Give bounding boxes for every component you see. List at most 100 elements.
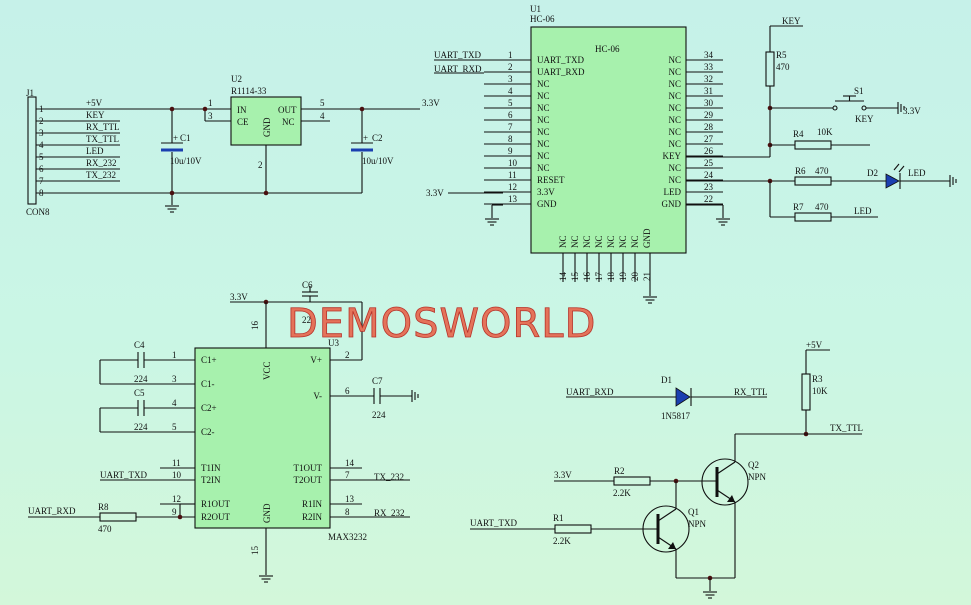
u1-pin-number: 6 bbox=[508, 110, 513, 120]
level-shift-circuit: UART_RXD D1 1N5817 RX_TTL +5V R3 10K TX_… bbox=[470, 340, 863, 599]
svg-text:R3: R3 bbox=[812, 374, 823, 384]
u1-pin-number: 8 bbox=[508, 134, 513, 144]
u1-pin-number: 13 bbox=[508, 194, 518, 204]
u1-pin-name: NC bbox=[537, 151, 550, 161]
u1-pin-number: 1 bbox=[508, 50, 513, 60]
svg-text:GND: GND bbox=[262, 503, 272, 523]
svg-text:10K: 10K bbox=[817, 127, 833, 137]
u1-pin-name: NC bbox=[668, 67, 681, 77]
svg-text:+: + bbox=[173, 133, 178, 143]
connector-j1: J1 CON8 1 2 3 4 5 6 7 8 +5V KEY RX_TTL bbox=[26, 88, 362, 217]
u1-pin-name: NC bbox=[594, 235, 604, 248]
u1-pin-name: NC bbox=[537, 91, 550, 101]
svg-text:Q1: Q1 bbox=[688, 507, 699, 517]
diode-d1 bbox=[675, 387, 691, 407]
u1-pin-number: 7 bbox=[508, 122, 513, 132]
u1-pin-number: 11 bbox=[508, 170, 517, 180]
j1-pin-wires bbox=[36, 108, 362, 194]
svg-text:IN: IN bbox=[237, 105, 247, 115]
u1-pin-number: 9 bbox=[508, 146, 513, 156]
u1-net-rxd: UART_RXD bbox=[434, 64, 482, 74]
svg-text:224: 224 bbox=[372, 410, 386, 420]
u1-pin-number: 31 bbox=[704, 86, 713, 96]
u3-pin-number: 1 bbox=[172, 350, 177, 360]
u1-pin-name: NC bbox=[582, 235, 592, 248]
u1-pin-name: NC bbox=[668, 163, 681, 173]
u3-pin-name: C2- bbox=[201, 427, 215, 437]
ground-icon bbox=[702, 591, 718, 599]
u3-pin-name: T1OUT bbox=[294, 463, 323, 473]
svg-text:10K: 10K bbox=[812, 386, 828, 396]
u1-pin-number: 27 bbox=[704, 134, 714, 144]
led-circuit: R6 470 D2 LED R7 470 LED bbox=[686, 163, 957, 222]
u3-pin-name: C2+ bbox=[201, 403, 217, 413]
u1-pin-name: NC bbox=[668, 91, 681, 101]
svg-text:R4: R4 bbox=[793, 129, 804, 139]
u3-pin-name: R2IN bbox=[302, 512, 323, 522]
resistor-r8 bbox=[99, 512, 137, 522]
u1-pin-number: 24 bbox=[704, 170, 714, 180]
led-d2 bbox=[885, 173, 900, 189]
u1-pin-number: 18 bbox=[606, 272, 616, 282]
u1-pin-name: 3.3V bbox=[537, 187, 555, 197]
u1-pin-name: NC bbox=[668, 103, 681, 113]
ground-icon bbox=[484, 218, 500, 226]
j1-pin-numbers: 1 2 3 4 5 6 7 8 bbox=[39, 104, 44, 198]
net-rx-232: RX_232 bbox=[86, 158, 117, 168]
u3-pin-name: T1IN bbox=[201, 463, 221, 473]
svg-text:TX_TTL: TX_TTL bbox=[830, 423, 863, 433]
svg-text:NPN: NPN bbox=[688, 519, 707, 529]
u3-pin-number: 13 bbox=[345, 494, 355, 504]
j1-value: CON8 bbox=[26, 207, 50, 217]
u1-net-33v: 3.3V bbox=[426, 188, 444, 198]
u1-pin-number: 32 bbox=[704, 74, 713, 84]
u3-pin-number: 14 bbox=[345, 458, 355, 468]
u1-pin-name: LED bbox=[664, 187, 682, 197]
c1-ref: C1 bbox=[180, 133, 191, 143]
svg-text:R7: R7 bbox=[793, 202, 804, 212]
net-tx-232: TX_232 bbox=[86, 170, 116, 180]
u2-ref: U2 bbox=[231, 74, 242, 84]
svg-text:S1: S1 bbox=[854, 86, 864, 96]
svg-text:1N5817: 1N5817 bbox=[661, 411, 690, 421]
u1-pin-number: 17 bbox=[594, 272, 604, 282]
key-label: KEY bbox=[782, 16, 801, 26]
resistor-r1 bbox=[554, 524, 592, 534]
u1-pin-name: NC bbox=[618, 235, 628, 248]
u1-pin-number: 14 bbox=[558, 272, 568, 282]
u3-pin-name: R1IN bbox=[302, 499, 323, 509]
svg-text:+5V: +5V bbox=[806, 340, 823, 350]
svg-text:470: 470 bbox=[815, 166, 829, 176]
svg-text:Q2: Q2 bbox=[748, 460, 759, 470]
u3-pin-name: T2OUT bbox=[294, 475, 323, 485]
u1-pin-name: NC bbox=[537, 79, 550, 89]
regulator-u2: U2 R1114-33 IN CE OUT NC GND 1 3 5 4 2 3… bbox=[202, 74, 440, 196]
u1-value: HC-06 bbox=[530, 14, 555, 24]
u1-pin-number: 3 bbox=[508, 74, 513, 84]
capacitor-c2: + C2 10u/10V bbox=[351, 106, 394, 193]
u1-pin-name: NC bbox=[668, 127, 681, 137]
svg-text:R2: R2 bbox=[614, 466, 625, 476]
svg-text:RX_TTL: RX_TTL bbox=[734, 387, 768, 397]
key-circuit: KEY R5 470 S1 KEY 3.3V R4 10K bbox=[686, 16, 921, 158]
u1-pin-name: NC bbox=[668, 79, 681, 89]
svg-text:3.3V: 3.3V bbox=[903, 106, 921, 116]
u1-pin-number: 29 bbox=[704, 110, 714, 120]
u1-pin-name: NC bbox=[630, 235, 640, 248]
u3-pin-name: R1OUT bbox=[201, 499, 231, 509]
u1-pin-name: NC bbox=[570, 235, 580, 248]
u1-pin-name: NC bbox=[537, 163, 550, 173]
resistor-r5 bbox=[765, 51, 775, 87]
u1-pin-name: GND bbox=[662, 199, 682, 209]
u1-net-txd: UART_TXD bbox=[434, 50, 481, 60]
j1-body bbox=[27, 96, 37, 205]
u1-pin-number: 23 bbox=[704, 182, 714, 192]
svg-text:NPN: NPN bbox=[748, 472, 767, 482]
svg-text:CE: CE bbox=[237, 117, 249, 127]
svg-text:224: 224 bbox=[134, 422, 148, 432]
svg-text:KEY: KEY bbox=[855, 114, 874, 124]
svg-text:15: 15 bbox=[250, 546, 260, 556]
